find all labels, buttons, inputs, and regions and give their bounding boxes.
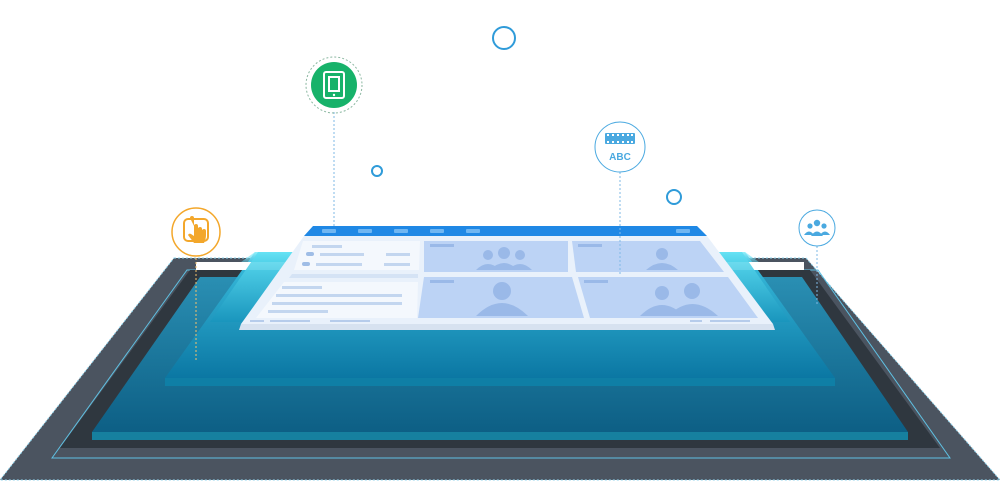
- subtitle-callout: ABC: [594, 121, 646, 173]
- subtitle-abc-icon: ABC: [605, 133, 635, 163]
- screen-status-bar: [250, 320, 750, 322]
- video-tile-bottom-right: [578, 277, 758, 318]
- user-group-icon: [804, 219, 830, 236]
- screen-title-bar: [304, 226, 707, 236]
- subtitle-abc-label: ABC: [609, 152, 631, 163]
- group-callout: [798, 209, 836, 247]
- touch-callout: [171, 207, 221, 257]
- floating-ring-large: [492, 26, 516, 50]
- floating-ring-medium: [666, 189, 682, 205]
- floating-ring-small: [371, 165, 383, 177]
- tablet-icon: [323, 71, 345, 99]
- video-tile-top-left: [424, 241, 568, 272]
- app-screen: [239, 226, 775, 330]
- screen-video-grid: [418, 241, 758, 318]
- video-tile-top-right: [572, 241, 724, 272]
- screen-sidebar: [256, 241, 420, 318]
- screen-title-bar-tabs: [322, 229, 690, 233]
- callout-connectors: [195, 112, 818, 362]
- screen-bottom-edge: [239, 324, 775, 330]
- user-avatar-icon: [476, 247, 718, 316]
- touch-hand-icon: [183, 216, 209, 243]
- tablet-callout: [305, 56, 363, 114]
